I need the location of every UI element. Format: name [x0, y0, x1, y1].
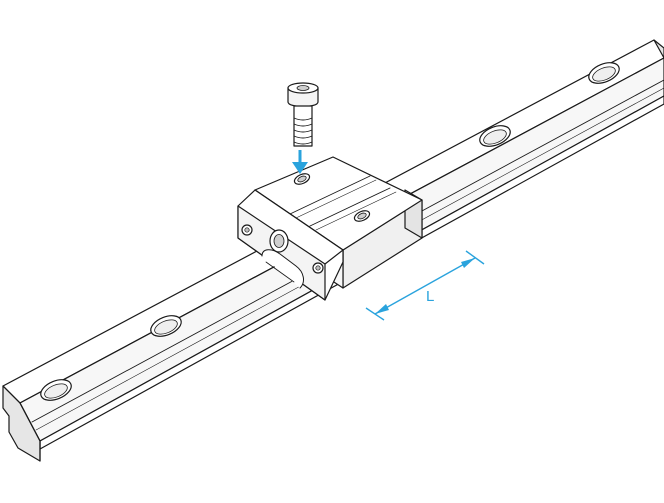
length-dimension: [365, 250, 485, 321]
end-plate-screw: [241, 224, 253, 236]
length-dimension-label: L: [426, 288, 434, 305]
mounting-screw: [287, 82, 319, 147]
end-plate-screw: [312, 262, 324, 274]
carriage-block: [237, 156, 423, 301]
insertion-arrow: [292, 150, 308, 174]
